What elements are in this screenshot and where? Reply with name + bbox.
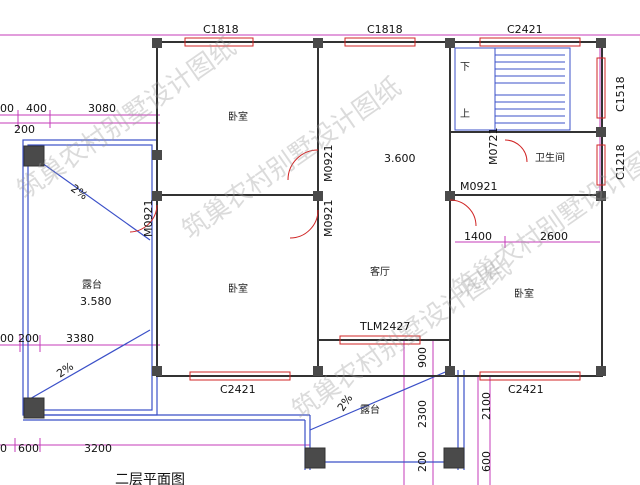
watermark-1: 筑巢农村别墅设计图纸 [12, 32, 242, 206]
dim-600: 600 [18, 442, 39, 455]
room-labels: 卧室 卧室 卧室 客厅 卫生间 露台 露台 下 上 [82, 62, 565, 416]
slope-1: 2% [68, 182, 90, 203]
plan-title: 二层平面图 [115, 472, 185, 485]
window-code-top-1: C1818 [203, 23, 239, 36]
room-bedroom-mid-left: 卧室 [228, 282, 248, 295]
staircase [454, 47, 571, 131]
door-code-3: M0921 [142, 200, 155, 238]
window-code-bottom-left: C2421 [220, 383, 256, 396]
dim-2100: 2100 [480, 392, 493, 420]
slope-2: 2% [54, 360, 76, 381]
opening-codes: C1818 C1818 C2421 C1518 C1218 C2421 C242… [142, 23, 627, 396]
dim-3200: 3200 [84, 442, 112, 455]
dim-3080: 3080 [88, 102, 116, 115]
dim-1400: 1400 [464, 230, 492, 243]
window-code-right-1: C1518 [614, 76, 627, 112]
dim-2300: 2300 [416, 400, 429, 428]
door-swings [129, 139, 528, 239]
dim-200c: 200 [416, 451, 429, 472]
dim-left-00b: 00 [0, 332, 14, 345]
dim-3600: 3.600 [384, 152, 416, 165]
room-bedroom-top-left: 卧室 [228, 110, 248, 123]
room-bathroom: 卫生间 [535, 151, 565, 164]
room-terrace-left: 露台 [82, 278, 102, 291]
dimension-lines [0, 34, 640, 485]
sliding-door-code: TLM2427 [359, 320, 410, 333]
watermark-2: 筑巢农村别墅设计图纸 [177, 72, 407, 246]
window-code-top-3: C2421 [507, 23, 543, 36]
dim-left-0: 0 [0, 442, 7, 455]
window-code-right-2: C1218 [614, 144, 627, 180]
stair-up-label: 上 [460, 108, 470, 120]
dim-200: 200 [14, 123, 35, 136]
door-code-4: M0921 [460, 180, 498, 193]
dim-900: 900 [416, 347, 429, 368]
door-code-1: M0921 [322, 145, 335, 183]
window-code-top-2: C1818 [367, 23, 403, 36]
dimension-numbers: 00 400 3080 200 3.600 3.580 00 200 3380 … [0, 102, 568, 472]
dim-400: 400 [26, 102, 47, 115]
dim-600b: 600 [480, 451, 493, 472]
dim-200b: 200 [18, 332, 39, 345]
door-code-2: M0921 [322, 200, 335, 238]
dim-2600: 2600 [540, 230, 568, 243]
door-code-5: M0721 [487, 128, 500, 166]
room-living: 客厅 [370, 265, 390, 278]
dim-3580: 3.580 [80, 295, 112, 308]
stair-down-label: 下 [460, 62, 470, 73]
room-terrace-bottom: 露台 [360, 403, 380, 416]
dim-3380: 3380 [66, 332, 94, 345]
window-frames [184, 37, 606, 381]
dim-left-00a: 00 [0, 102, 14, 115]
window-code-bottom-right: C2421 [508, 383, 544, 396]
columns [23, 38, 606, 469]
room-bedroom-right: 卧室 [514, 287, 534, 300]
